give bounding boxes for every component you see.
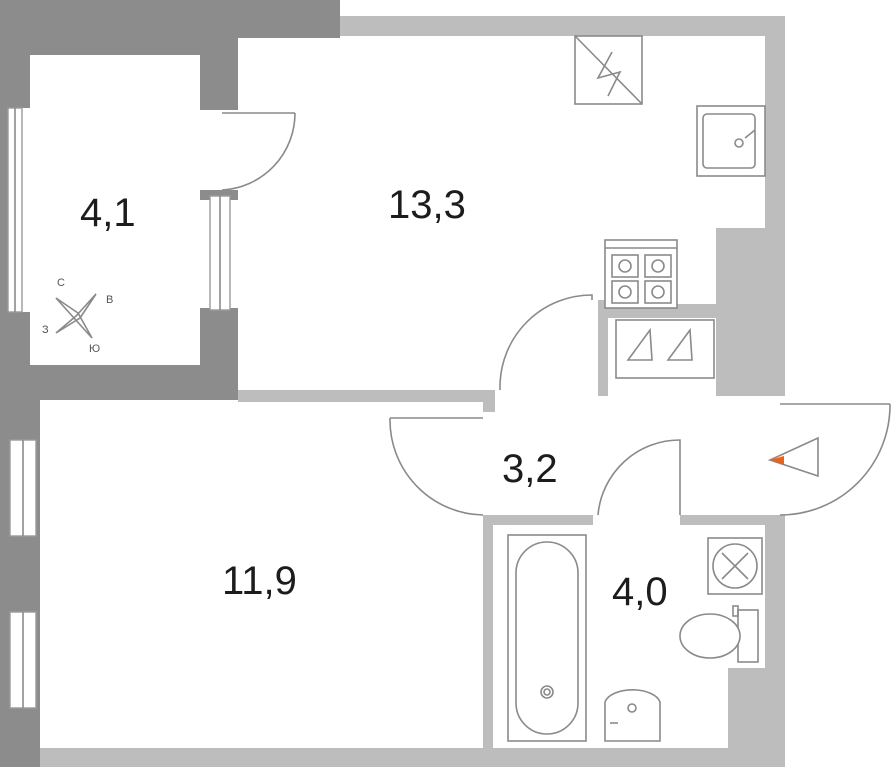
entrance-arrow-icon: [767, 436, 819, 478]
partition-walls: [40, 16, 785, 767]
ventilation-icon: [707, 537, 763, 595]
wardrobe-icon: [615, 319, 715, 379]
washbasin-icon: [604, 689, 661, 742]
bathroom-area-label: 4,0: [612, 570, 668, 614]
compass-west: З: [42, 324, 49, 336]
toilet-icon: [679, 605, 759, 663]
compass-east: В: [106, 294, 113, 306]
sink-icon: [696, 105, 766, 177]
doors: [221, 112, 891, 516]
hall-area-label: 3,2: [502, 447, 558, 491]
bathtub-icon: [507, 534, 587, 742]
balcony-area-label: 4,1: [80, 191, 136, 235]
compass-icon: С В Ю З: [42, 277, 113, 355]
kitchen-area-label: 13,3: [388, 183, 466, 227]
compass-north: С: [57, 277, 65, 289]
bedroom-area-label: 11,9: [222, 559, 297, 603]
electrical-panel-icon: [574, 35, 643, 105]
bearing-walls: [0, 0, 340, 767]
windows: [7, 107, 231, 709]
stove-icon: [604, 239, 678, 309]
compass-south: Ю: [89, 343, 100, 355]
